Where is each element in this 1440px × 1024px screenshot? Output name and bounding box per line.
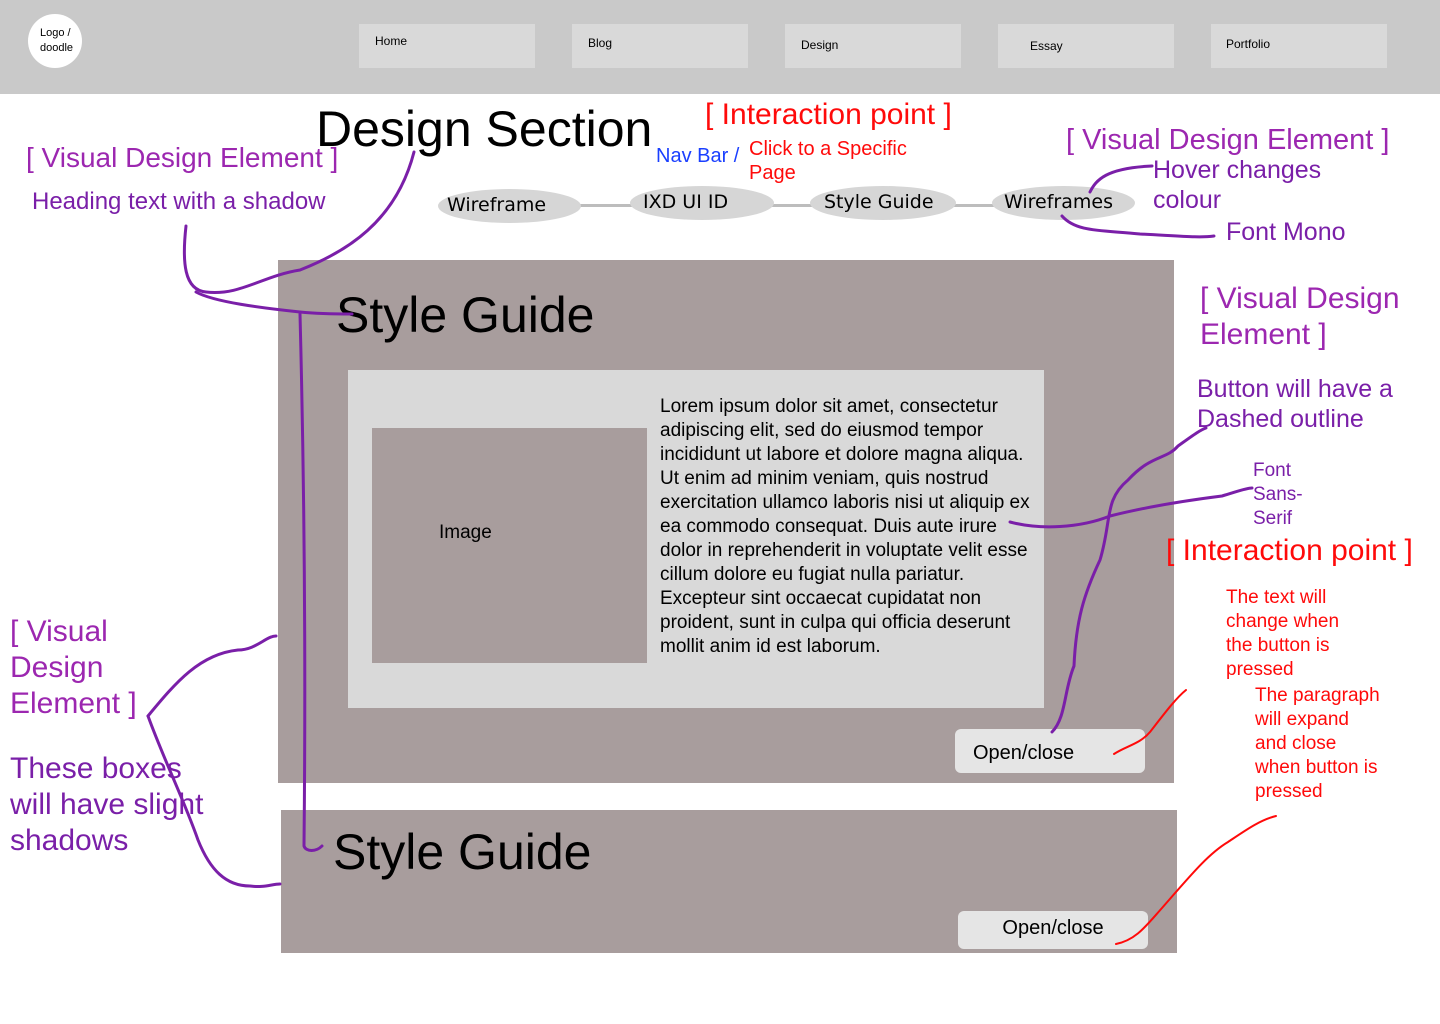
open-close-label: Open/close [973, 742, 1075, 764]
annotation-vde-pills: [ Visual Design Element ] [1066, 124, 1390, 156]
annotation-nav-bar: Nav Bar / [656, 145, 740, 167]
nav-blog-label: Blog [588, 36, 613, 50]
panel-paragraph: Lorem ipsum dolor sit amet, consectetur … [660, 396, 1030, 657]
nav-design-button[interactable]: Design [785, 24, 961, 68]
annotation-paragraph-expand: The paragraph will expand and close when… [1255, 685, 1380, 802]
pill-connector [578, 204, 634, 207]
nav-essay-label: Essay [1030, 39, 1063, 53]
pill-wireframe-label: Wireframe [447, 194, 547, 216]
pill-ixd-ui-id[interactable]: IXD UI ID [630, 186, 774, 220]
annotation-text-change: The text will change when the button is … [1226, 587, 1340, 680]
logo-text: Logo / doodle [40, 27, 74, 54]
pill-wireframe[interactable]: Wireframe [438, 189, 581, 223]
annotation-vde-heading: [ Visual Design Element ] [26, 142, 339, 173]
annotation-vde-right-1: [ Visual Design [1200, 282, 1400, 315]
pill-ixd-label: IXD UI ID [643, 191, 729, 213]
nav-home-label: Home [375, 34, 408, 48]
nav-blog-button[interactable]: Blog [572, 24, 748, 68]
pill-connector [954, 204, 994, 207]
pill-wireframes[interactable]: Wireframes [992, 186, 1135, 220]
annotation-vde-left-3: Element ] [10, 687, 137, 720]
annotation-box-shadows: These boxes will have slight shadows [10, 752, 204, 857]
pill-wireframes-label: Wireframes [1004, 191, 1113, 213]
open-close-button[interactable]: Open/close [958, 911, 1148, 949]
annotation-font-mono: Font Mono [1226, 218, 1346, 246]
panel-heading: Style Guide [336, 287, 595, 343]
annotation-interaction-point-nav: [ Interaction point ] [705, 98, 952, 131]
site-header: Logo / doodle Home Blog Design Essay Por… [0, 0, 1440, 94]
page-title: Design Section [316, 101, 653, 157]
annotation-vde-left-2: Design [10, 651, 104, 684]
annotation-interaction-point-button: [ Interaction point ] [1166, 534, 1413, 567]
pill-style-guide[interactable]: Style Guide [810, 186, 956, 220]
nav-essay-button[interactable]: Essay [998, 24, 1174, 68]
annotation-font-sans-serif: Font Sans-Serif [1253, 460, 1303, 529]
image-placeholder [372, 428, 647, 663]
image-label: Image [439, 522, 492, 543]
annotation-heading-shadow: Heading text with a shadow [32, 188, 326, 215]
annotation-vde-left-1: [ Visual [10, 615, 108, 648]
pill-connector [772, 204, 814, 207]
nav-portfolio-label: Portfolio [1226, 37, 1271, 51]
nav-design-label: Design [801, 38, 839, 52]
annotation-vde-right-2: Element ] [1200, 318, 1327, 351]
annotation-dashed-outline: Button will have a Dashed outline [1197, 375, 1393, 433]
logo[interactable]: Logo / doodle [28, 14, 82, 68]
annotation-hover-colour: Hover changes colour [1153, 156, 1322, 214]
nav-home-button[interactable]: Home [359, 24, 535, 68]
annotation-click-specific-page: Click to a Specific Page [749, 138, 907, 184]
nav-portfolio-button[interactable]: Portfolio [1211, 24, 1387, 68]
connector-shadow-top [146, 634, 278, 718]
open-close-label: Open/close [1002, 917, 1104, 939]
open-close-button[interactable]: Open/close [955, 729, 1145, 773]
pill-style-guide-label: Style Guide [824, 191, 934, 213]
panel-heading: Style Guide [333, 824, 592, 880]
